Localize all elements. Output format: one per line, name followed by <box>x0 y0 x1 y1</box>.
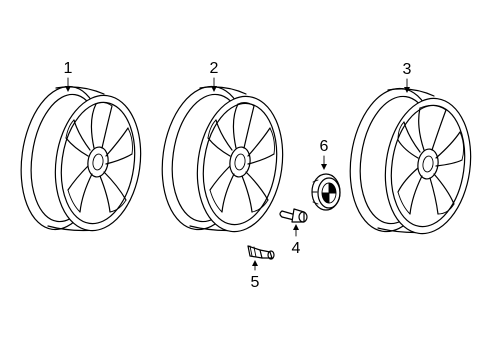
wheel-bolt-icon <box>279 208 308 223</box>
callout-1-label: 1 <box>64 60 73 77</box>
callout-5: 5 <box>251 260 260 291</box>
callout-4-label: 4 <box>292 240 301 257</box>
callout-6-label: 6 <box>320 138 329 155</box>
callout-5-label: 5 <box>251 274 260 291</box>
callout-3-label: 3 <box>403 61 412 78</box>
callout-2-label: 2 <box>210 60 219 77</box>
valve-stem-icon <box>247 245 275 260</box>
wheel-1-icon <box>20 85 142 232</box>
callout-6: 6 <box>320 138 329 170</box>
wheel-2-icon <box>161 85 284 233</box>
callout-3: 3 <box>403 61 412 93</box>
callout-4: 4 <box>292 224 301 257</box>
callout-2: 2 <box>210 60 219 92</box>
callout-1: 1 <box>64 60 73 92</box>
center-cap-emblem-icon <box>311 173 341 211</box>
wheel-3-icon <box>349 87 472 235</box>
